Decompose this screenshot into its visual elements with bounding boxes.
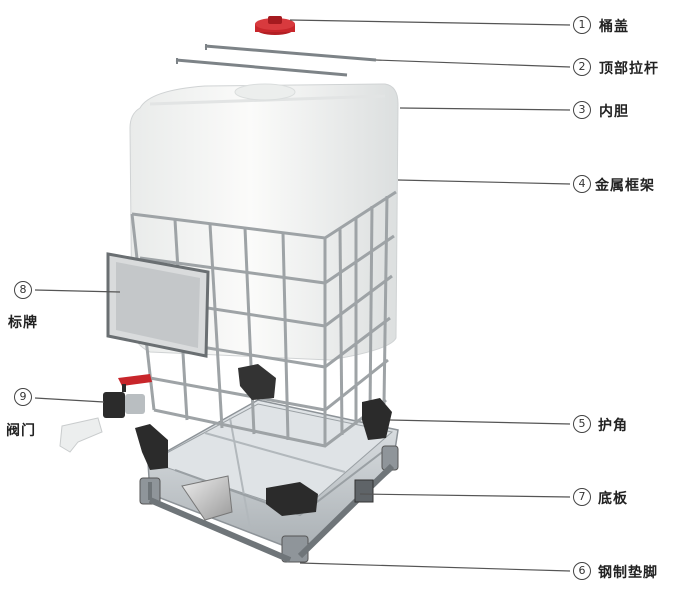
label-cap: 桶盖 [599, 19, 629, 35]
callout-number-metal-frame: 4 [573, 175, 591, 193]
cap [255, 16, 295, 35]
label-metal-frame: 金属框架 [595, 178, 655, 194]
label-top-bar: 顶部拉杆 [599, 61, 659, 77]
label-corner-guard: 护角 [598, 418, 628, 434]
callout-number-top-bar: 2 [573, 58, 591, 76]
callout-number-nameplate: 8 [14, 281, 32, 299]
label-nameplate: 标牌 [8, 315, 38, 331]
nameplate [106, 252, 210, 358]
callout-number-valve: 9 [14, 388, 32, 406]
callout-number-cap: 1 [573, 16, 591, 34]
callout-number-base-plate: 7 [573, 488, 591, 506]
label-inner-tank: 内胆 [599, 104, 629, 120]
base-plate-detail [181, 475, 374, 521]
label-base-plate: 底板 [598, 491, 628, 507]
callout-number-corner-guard: 5 [573, 415, 591, 433]
metal-frame [130, 190, 397, 448]
leader-lines [34, 19, 571, 572]
label-valve: 阀门 [6, 423, 36, 439]
steel-feet [139, 445, 399, 563]
pallet-base [147, 399, 399, 553]
callout-number-inner-tank: 3 [573, 101, 591, 119]
label-steel-feet: 钢制垫脚 [598, 565, 658, 581]
callout-number-steel-feet: 6 [573, 562, 591, 580]
top-bars [175, 44, 377, 77]
corner-guards [135, 364, 392, 516]
valve [59, 374, 152, 453]
